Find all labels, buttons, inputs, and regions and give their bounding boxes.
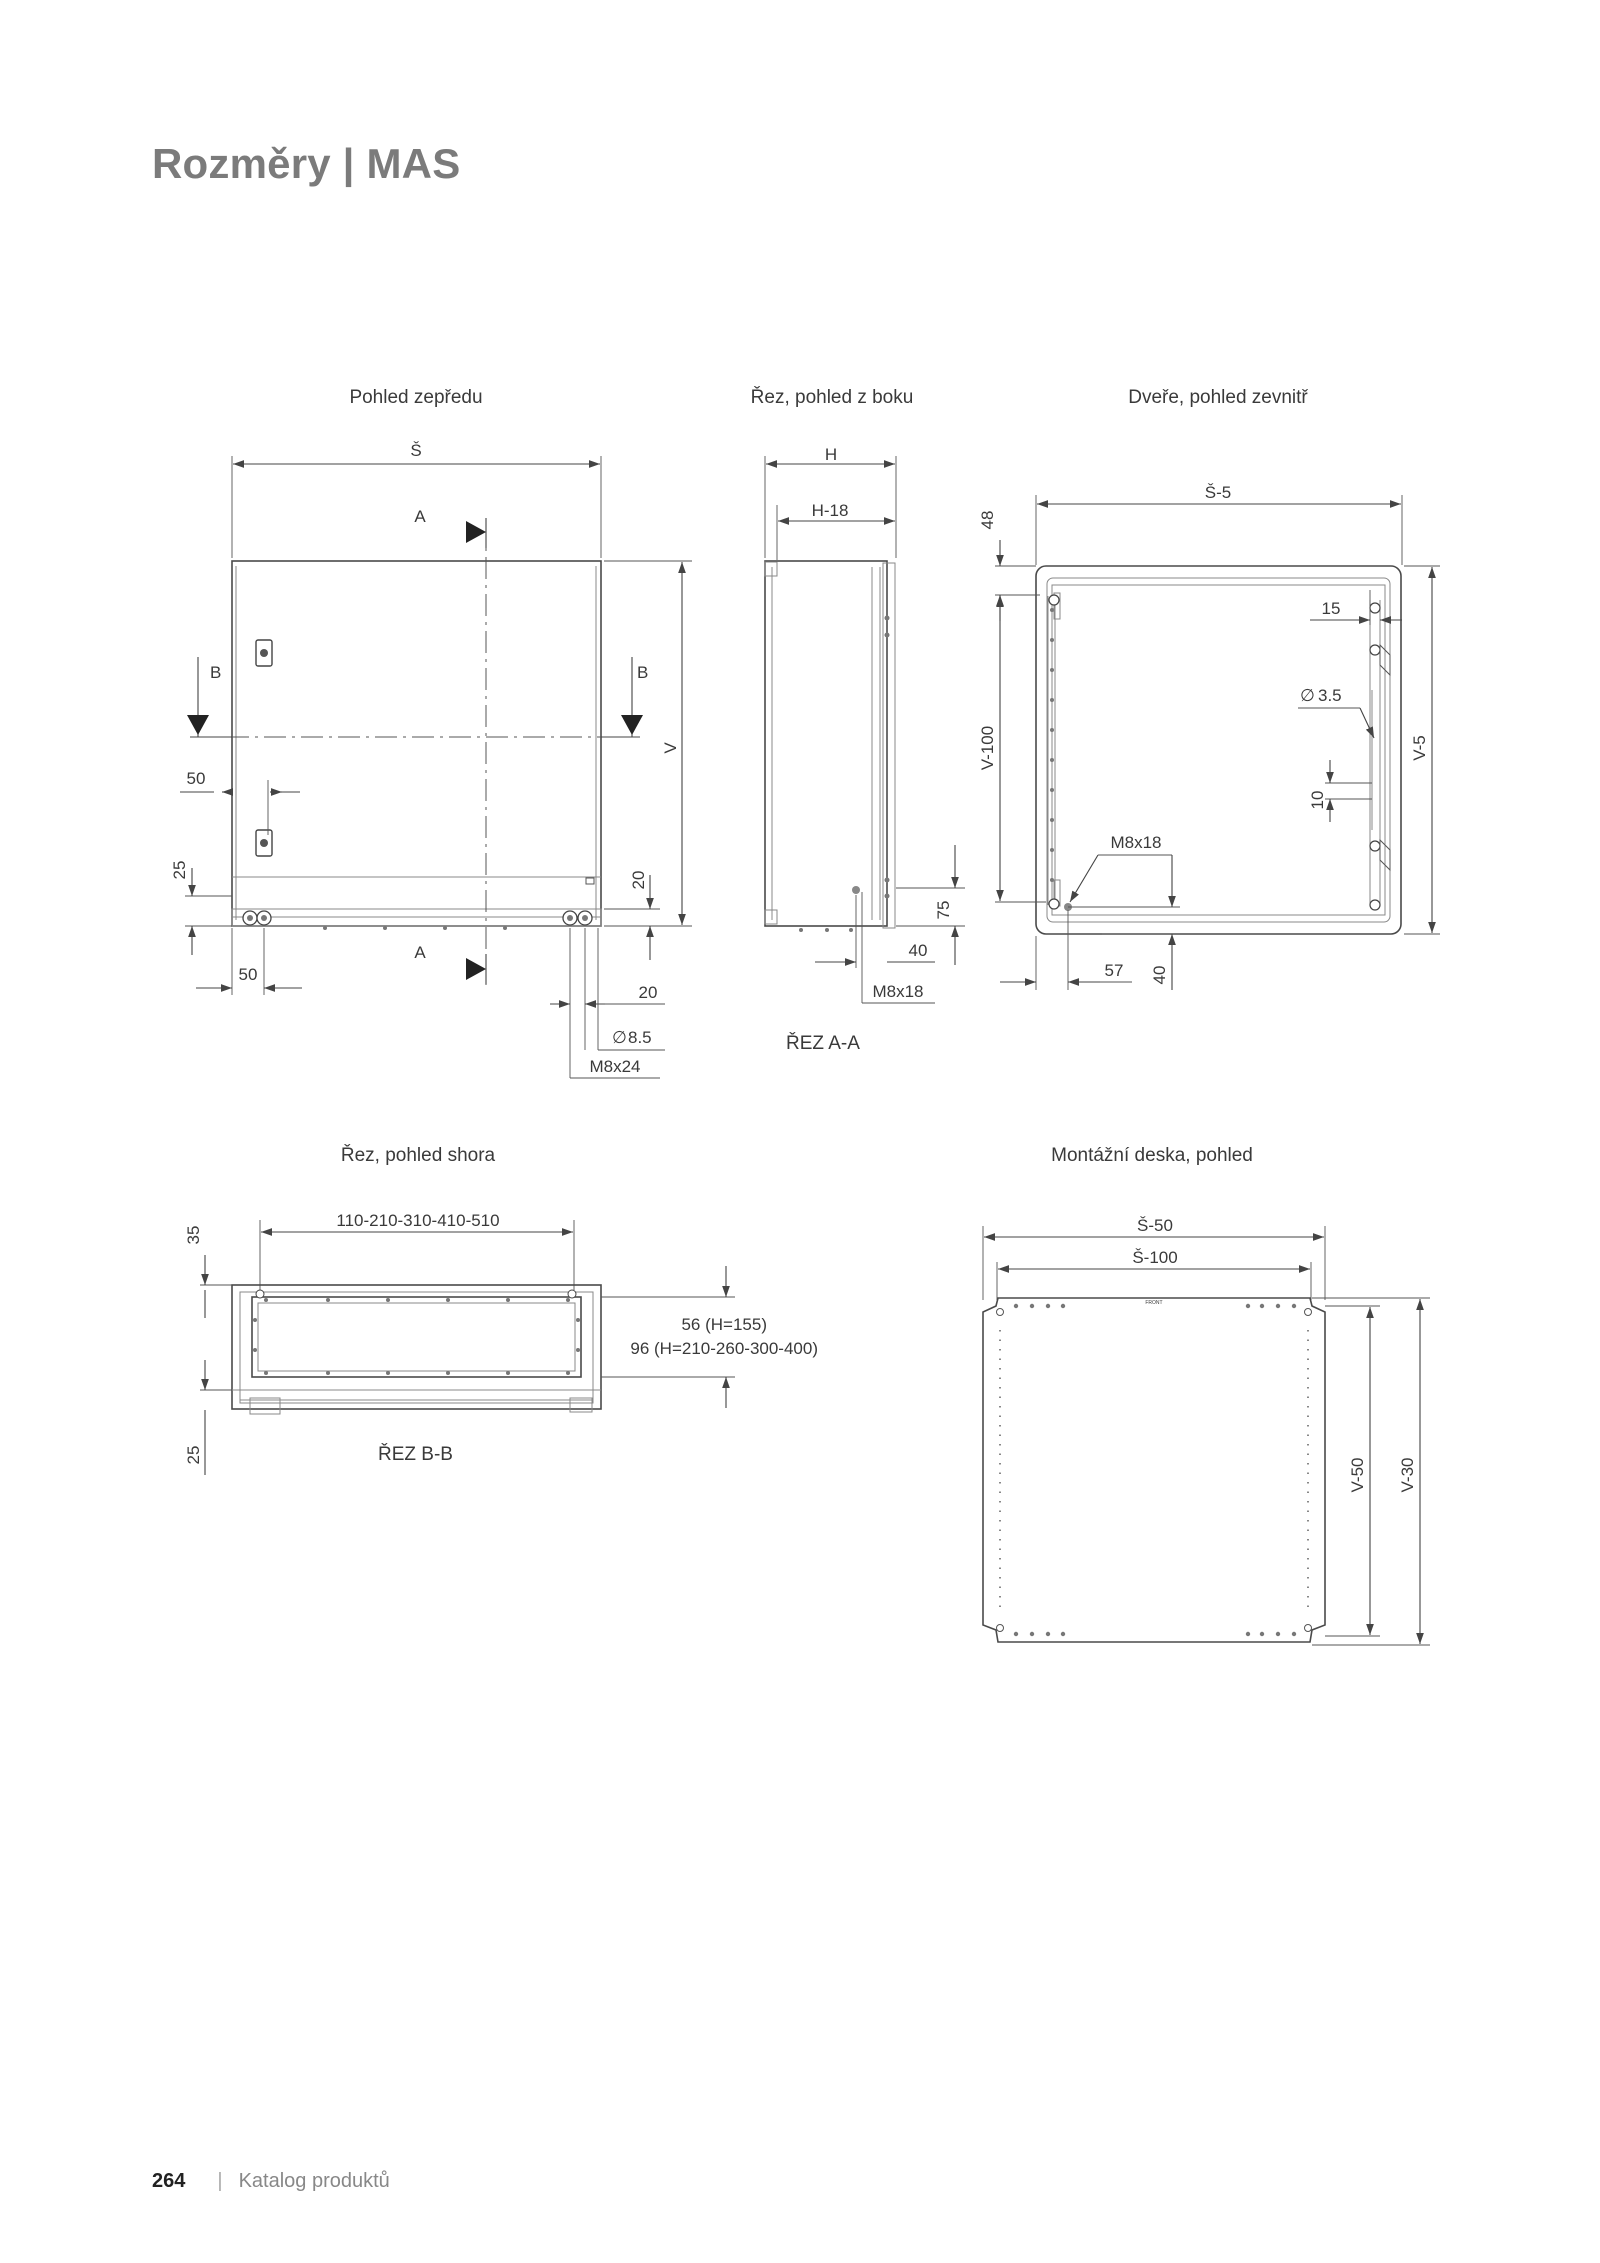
- front-diameter-symbol: ∅: [612, 1028, 627, 1047]
- front-section-b-right: B: [637, 663, 648, 682]
- plate-dim-v30: V-30: [1398, 1458, 1417, 1493]
- door-panel: [1035, 565, 1402, 935]
- front-view-title: Pohled zepředu: [349, 387, 482, 408]
- front-view: Pohled zepředu Š A: [170, 387, 692, 1079]
- lock-icon: [255, 639, 273, 667]
- front-dim-25: 25: [170, 861, 189, 880]
- side-view: Řez, pohled z boku H H-18 75 40: [751, 386, 965, 1054]
- mounting-plate: [982, 1297, 1326, 1643]
- top-dim-96: 96 (H=210-260-300-400): [630, 1339, 818, 1358]
- section-bb-label: ŘEZ B-B: [378, 1443, 453, 1465]
- plate-view: Montážní deska, pohled Š-50 Š-100 FRONT: [982, 1145, 1430, 1646]
- side-m8x18: M8x18: [872, 982, 923, 1001]
- door-dim-s5: Š-5: [1205, 483, 1231, 502]
- footer-separator: |: [217, 2170, 223, 2192]
- door-dim-57: 57: [1105, 961, 1124, 980]
- side-dim-40: 40: [909, 941, 928, 960]
- footer-catalog: Katalog produktů: [238, 2170, 390, 2192]
- door-dim-15: 15: [1322, 599, 1341, 618]
- door-dim-v5: V-5: [1410, 735, 1429, 761]
- top-enclosure: [231, 1284, 602, 1410]
- top-dim-25: 25: [184, 1446, 203, 1465]
- top-view: Řez, pohled shora 110-210-310-410-510: [184, 1144, 818, 1475]
- top-dim-56: 56 (H=155): [681, 1315, 767, 1334]
- front-section-b-left: B: [210, 663, 221, 682]
- side-enclosure: [764, 560, 888, 927]
- right-latch-rail: [1369, 602, 1391, 911]
- door-dim-10: 10: [1308, 791, 1327, 810]
- plate-hole-pattern: [996, 1303, 1312, 1637]
- front-dim-v: V: [661, 742, 680, 754]
- front-m8x24: M8x24: [589, 1057, 640, 1076]
- top-dim-widths: 110-210-310-410-510: [336, 1211, 499, 1230]
- plate-front-mark: FRONT: [1145, 1300, 1162, 1306]
- plate-dim-s50: Š-50: [1137, 1216, 1173, 1235]
- front-dim-85: 8.5: [628, 1028, 652, 1047]
- side-dim-h18: H-18: [812, 501, 849, 520]
- front-section-a-top: A: [414, 507, 426, 526]
- front-dim-s: Š: [410, 441, 421, 460]
- door-view: Dveře, pohled zevnitř Š-5: [978, 387, 1440, 990]
- front-section-a-bottom: A: [414, 943, 426, 962]
- plate-dim-s100: Š-100: [1132, 1248, 1177, 1267]
- lock-icon: [255, 829, 273, 857]
- door-dim-40: 40: [1150, 966, 1169, 985]
- side-dim-h: H: [825, 445, 837, 464]
- front-enclosure: [231, 560, 602, 927]
- top-view-title: Řez, pohled shora: [341, 1144, 496, 1166]
- door-dim-v100: V-100: [978, 726, 997, 770]
- top-hole-row: [253, 1298, 580, 1375]
- side-view-title: Řez, pohled z boku: [751, 386, 914, 408]
- door-m8x18: M8x18: [1110, 833, 1161, 852]
- side-dim-75: 75: [934, 901, 953, 920]
- section-aa-label: ŘEZ A-A: [786, 1032, 860, 1054]
- door-dim-48: 48: [978, 511, 997, 530]
- front-dim-20-bottom: 20: [639, 983, 658, 1002]
- top-dim-35: 35: [184, 1226, 203, 1245]
- front-dim-20-right: 20: [629, 871, 648, 890]
- door-dim-35: 3.5: [1318, 686, 1342, 705]
- page-number: 264: [152, 2170, 186, 2192]
- door-diameter-symbol: ∅: [1300, 686, 1315, 705]
- page-footer: 264 | Katalog produktů: [152, 2170, 390, 2193]
- left-hole-strip: [1050, 608, 1054, 882]
- plate-dim-v50: V-50: [1348, 1458, 1367, 1493]
- front-dim-50-left: 50: [187, 769, 206, 788]
- door-view-title: Dveře, pohled zevnitř: [1128, 387, 1308, 408]
- front-dim-50-bottom: 50: [239, 965, 258, 984]
- page-title: Rozměry | MAS: [152, 140, 461, 187]
- plate-view-title: Montážní deska, pohled: [1051, 1145, 1253, 1166]
